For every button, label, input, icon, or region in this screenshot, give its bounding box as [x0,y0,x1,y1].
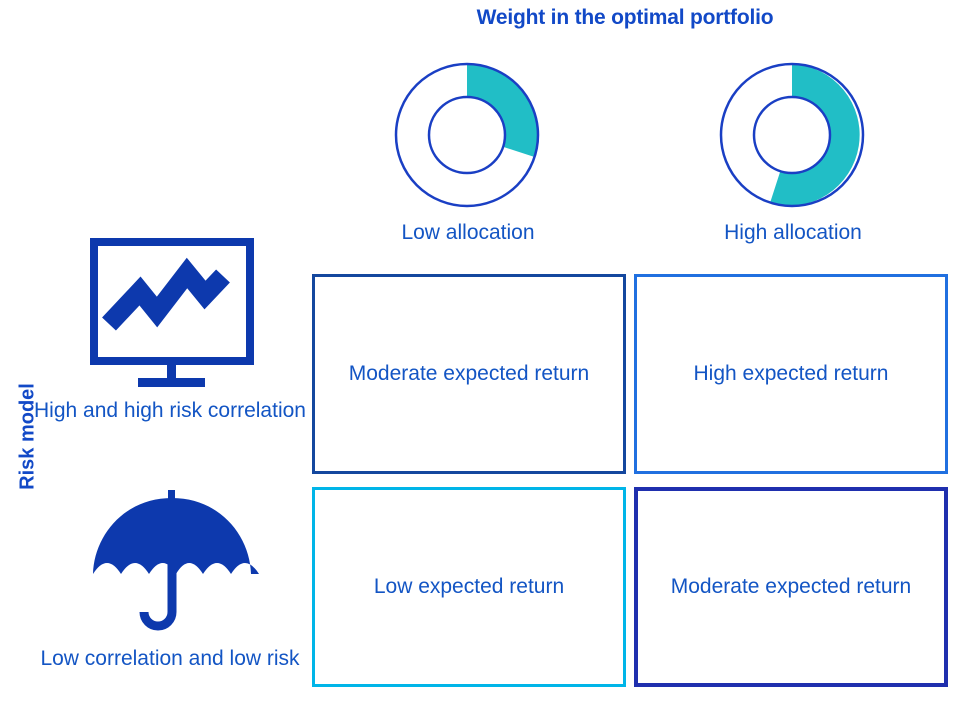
row-label-low-risk: Low correlation and low risk [40,647,300,670]
donut-high-outer-ring [719,62,865,208]
quadrant-bottom-left[interactable]: Low expected return [312,487,626,687]
donut-high-inner-ring [752,95,832,175]
monitor-chart-icon-svg [90,238,254,387]
row-label-high-risk: High and high risk correlation [34,399,306,422]
umbrella-icon [84,488,260,638]
vertical-axis-label: Risk model [16,383,39,490]
donut-low-inner-ring [427,95,507,175]
donut-high-svg [719,62,865,208]
donut-chart-low-allocation [392,55,544,215]
donut-low-svg [394,62,540,208]
quadrant-top-right[interactable]: High expected return [634,274,948,474]
monitor-zigzag-line [102,257,230,331]
quadrant-top-right-text: High expected return [693,362,889,385]
quadrant-top-left-text: Moderate expected return [348,362,590,385]
page-title: Weight in the optimal portfolio [476,6,774,29]
umbrella-icon-svg [93,490,259,631]
quadrant-top-left[interactable]: Moderate expected return [312,274,626,474]
umbrella-handle [139,562,177,631]
column-label-low-allocation: Low allocation [401,221,535,244]
quadrant-bottom-right[interactable]: Moderate expected return [634,487,948,687]
monitor-stand-base [138,378,205,387]
donut-chart-high-allocation [717,55,869,215]
donut-low-outer-ring [394,62,540,208]
column-label-high-allocation: High allocation [724,221,862,244]
quadrant-bottom-left-text: Low expected return [373,575,565,598]
umbrella-canopy [93,498,259,574]
monitor-stand-neck [167,361,176,385]
quadrant-bottom-right-text: Moderate expected return [670,575,912,598]
monitor-chart-icon [84,238,260,388]
umbrella-tip [168,490,175,504]
